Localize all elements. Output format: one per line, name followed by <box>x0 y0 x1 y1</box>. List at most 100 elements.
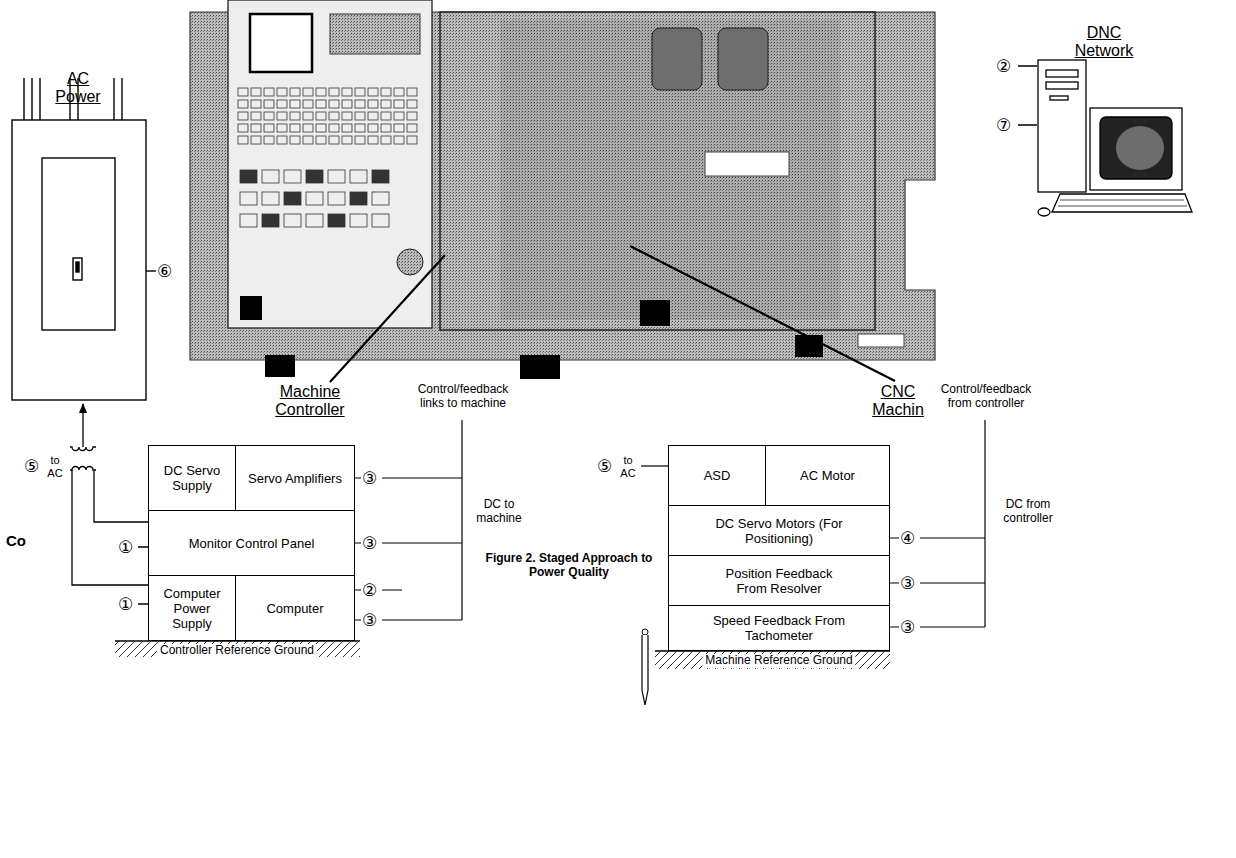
block-box: Monitor Control Panel <box>148 510 355 576</box>
key <box>277 88 287 96</box>
key <box>342 112 352 120</box>
transformer <box>70 404 148 604</box>
ac-panel <box>12 78 156 400</box>
key <box>342 100 352 108</box>
cnc-machine <box>190 0 935 382</box>
key <box>264 124 274 132</box>
button <box>372 170 389 183</box>
ground-label: Controller Reference Ground <box>157 644 317 658</box>
key <box>355 112 365 120</box>
key <box>303 112 313 120</box>
leader-line <box>1018 66 1037 125</box>
callout-number: ③ <box>900 573 915 593</box>
button <box>328 192 345 205</box>
callout-number: ④ <box>900 528 915 548</box>
key <box>368 100 378 108</box>
key <box>394 88 404 96</box>
key <box>355 136 365 144</box>
key <box>394 112 404 120</box>
key <box>394 136 404 144</box>
controller-dial <box>397 249 423 275</box>
key <box>355 88 365 96</box>
controller-screen <box>250 14 312 72</box>
signal-label: Control/feedback from controller <box>934 383 1038 411</box>
ground-rod <box>642 635 648 705</box>
block-box: Speed Feedback From Tachometer <box>668 605 890 651</box>
key <box>264 100 274 108</box>
block-box: DC Servo Supply <box>148 445 236 511</box>
key <box>381 88 391 96</box>
ground-hatch <box>655 651 890 669</box>
computer-tower <box>1038 60 1086 192</box>
primary-winding <box>70 447 96 451</box>
button <box>284 192 301 205</box>
block-label: Position Feedback From Resolver <box>712 566 847 596</box>
key <box>329 112 339 120</box>
key <box>368 124 378 132</box>
key <box>238 88 248 96</box>
callout-number: ③ <box>362 610 377 630</box>
signal-label: DC from controller <box>991 498 1065 526</box>
key <box>303 124 313 132</box>
key <box>407 88 417 96</box>
callout-number: ① <box>118 537 133 557</box>
block-box: Position Feedback From Resolver <box>668 555 890 606</box>
button <box>350 214 367 227</box>
bus-line <box>461 420 462 620</box>
ground-hatch <box>115 641 360 657</box>
key <box>277 124 287 132</box>
callout-number: ③ <box>362 533 377 553</box>
button <box>262 192 279 205</box>
callout-number: ⑦ <box>996 115 1011 135</box>
panel-housing <box>12 120 146 400</box>
callout-number: ⑥ <box>157 261 172 281</box>
button <box>306 214 323 227</box>
key <box>316 136 326 144</box>
machine-plate <box>858 334 904 347</box>
heading: Machine Controller <box>264 383 356 420</box>
controller-display <box>330 14 420 54</box>
controller-switch <box>240 296 262 320</box>
block-box: Computer Power Supply <box>148 575 236 641</box>
key <box>381 100 391 108</box>
button <box>240 170 257 183</box>
keyboard-keys <box>1058 200 1187 206</box>
key <box>264 112 274 120</box>
computer-mouse <box>1038 208 1050 216</box>
key <box>407 100 417 108</box>
note: Co <box>6 532 26 549</box>
key <box>251 124 261 132</box>
button <box>306 170 323 183</box>
block-box: DC Servo Motors (For Positioning) <box>668 505 890 556</box>
key <box>368 112 378 120</box>
ground-rod-head <box>642 629 648 635</box>
callout-number: ② <box>362 580 377 600</box>
heading: CNC Machin <box>866 383 930 420</box>
block-box: Computer <box>235 575 355 641</box>
callout-number: ① <box>118 594 133 614</box>
controller-links <box>355 420 462 620</box>
key <box>277 112 287 120</box>
key <box>329 124 339 132</box>
button <box>372 192 389 205</box>
key <box>342 88 352 96</box>
key <box>316 124 326 132</box>
machine-window <box>652 28 702 90</box>
bus-line <box>984 420 985 627</box>
key <box>316 100 326 108</box>
note: to AC <box>44 454 66 479</box>
key <box>251 88 261 96</box>
key <box>329 100 339 108</box>
callout-number: ③ <box>900 617 915 637</box>
block-box: AC Motor <box>765 445 890 506</box>
key <box>290 136 300 144</box>
key <box>368 88 378 96</box>
panel-latch <box>73 258 82 280</box>
callout-number: ③ <box>362 468 377 488</box>
key <box>316 112 326 120</box>
drive-bay <box>1046 70 1078 77</box>
key <box>264 88 274 96</box>
computer-keyboard <box>1052 194 1192 212</box>
key <box>381 124 391 132</box>
feed-wire <box>72 470 148 585</box>
